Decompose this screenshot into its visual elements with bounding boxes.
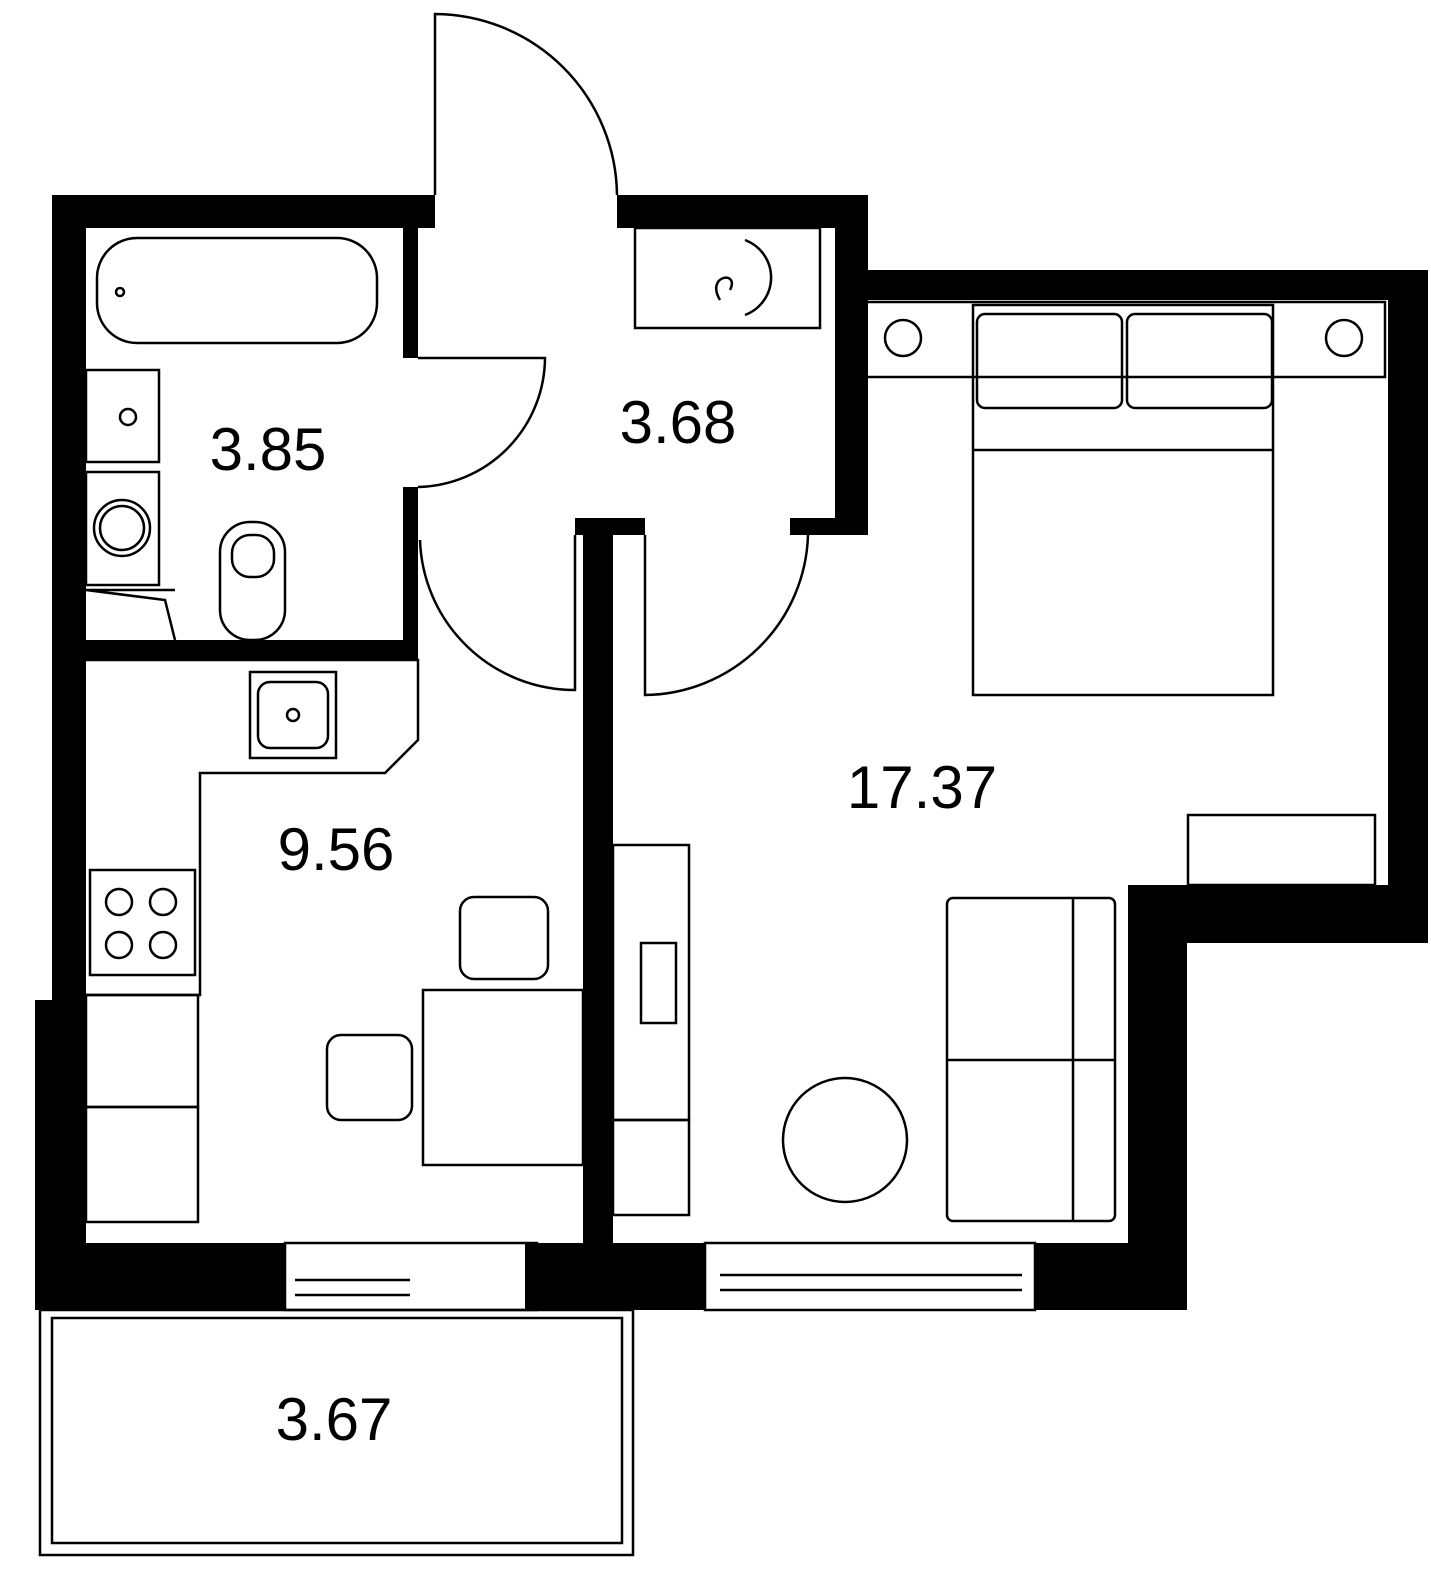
dining-table <box>421 988 585 1167</box>
chair <box>325 1033 414 1122</box>
desk <box>611 843 691 1122</box>
area-label-balcony: 3.67 <box>276 1386 393 1453</box>
toilet <box>218 520 287 642</box>
room-fixtures <box>611 300 1387 1223</box>
area-label-room: 17.37 <box>847 754 997 821</box>
walls <box>35 195 1428 1310</box>
kitchen-sink <box>248 670 338 760</box>
doors <box>417 12 810 697</box>
kitchen-fixtures <box>84 658 585 1224</box>
bathtub <box>95 236 379 345</box>
washing-machine <box>84 470 161 587</box>
windows <box>283 1241 1037 1312</box>
hallway-fixtures <box>633 226 822 330</box>
wardrobe <box>1186 813 1377 887</box>
round-table <box>781 1076 909 1204</box>
balcony <box>38 1308 635 1557</box>
bathroom-fixtures <box>84 236 379 642</box>
hallway-sink <box>633 226 822 330</box>
area-label-kitchen: 9.56 <box>278 816 395 883</box>
sink <box>84 368 161 464</box>
area-label-bathroom: 3.85 <box>210 416 327 483</box>
fridge <box>84 1105 200 1224</box>
chair <box>458 895 550 981</box>
dishwasher <box>84 993 200 1109</box>
area-label-hallway: 3.68 <box>620 389 737 456</box>
bed <box>971 303 1275 697</box>
radiator <box>611 1118 691 1217</box>
stove <box>88 868 197 977</box>
